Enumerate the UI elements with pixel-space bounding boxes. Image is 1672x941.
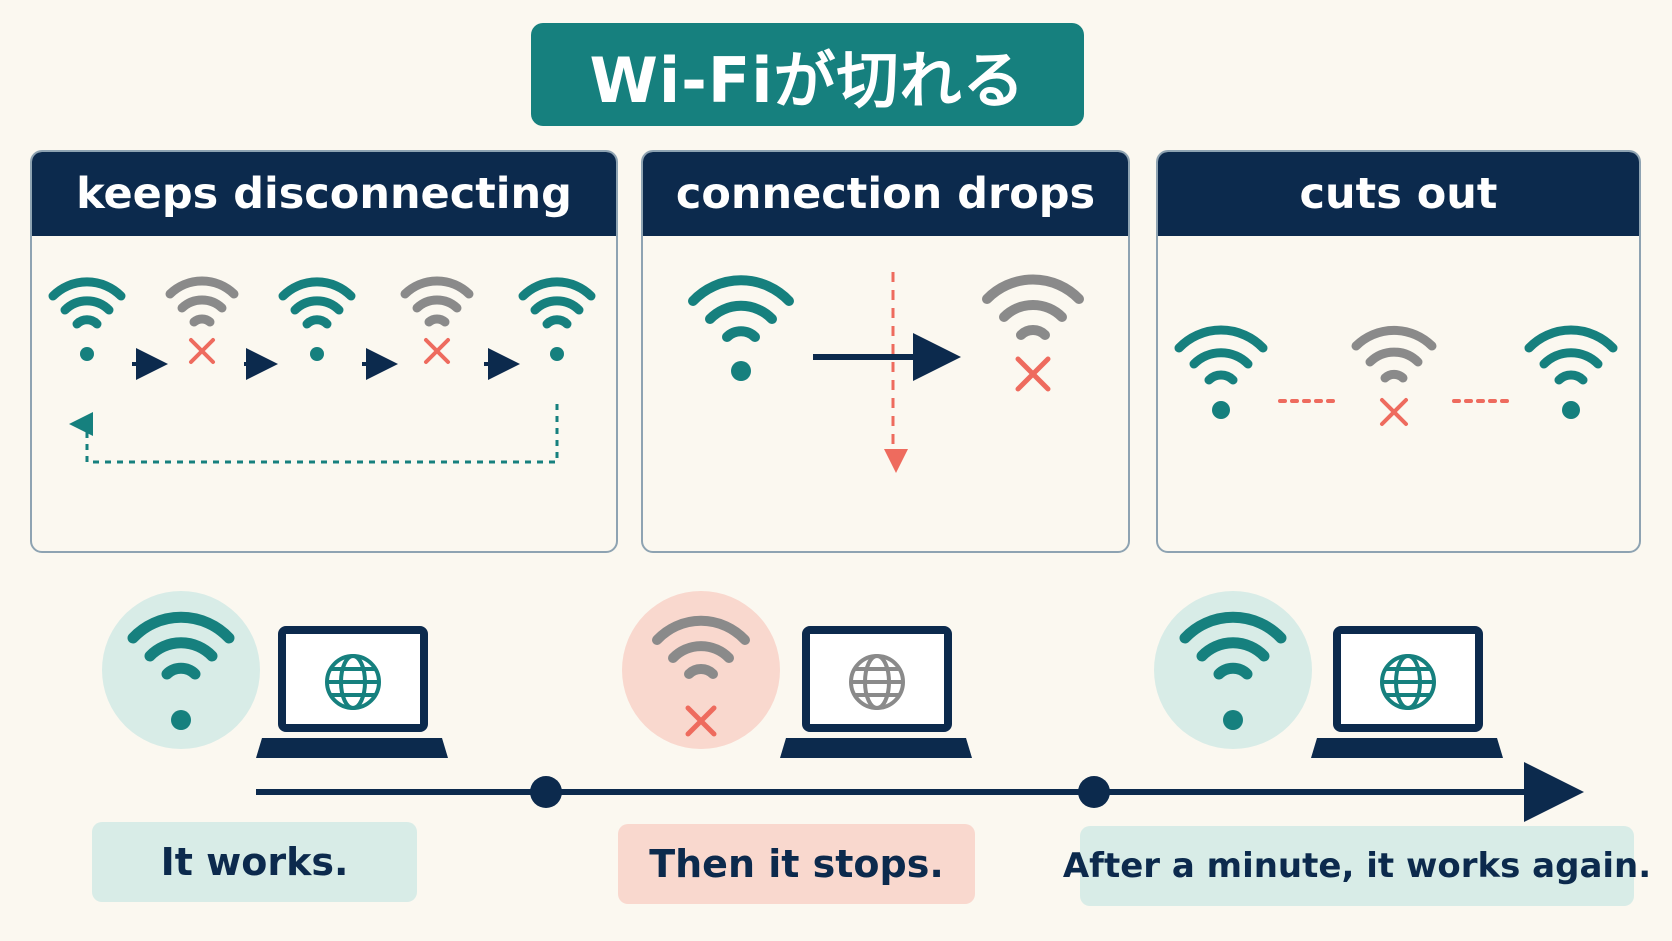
keeps-disconnecting-diagram (48, 276, 596, 464)
wifi-off-icon (400, 276, 474, 364)
wifi-off-icon (165, 276, 239, 364)
wifi-icon (48, 277, 126, 361)
wifi-icon (1174, 325, 1268, 419)
timeline-label-works-again: After a minute, it works again. (1063, 826, 1651, 906)
x-icon (1015, 356, 1051, 392)
wifi-icon (1524, 325, 1618, 419)
panel-keeps-disconnecting: keeps disconnecting (30, 150, 618, 553)
panel-header: cuts out (1158, 152, 1639, 236)
x-icon (1380, 398, 1408, 426)
wifi-icon (518, 277, 596, 361)
wifi-icon (278, 277, 356, 361)
globe-icon (849, 654, 905, 710)
x-icon (189, 338, 215, 364)
globe-icon (325, 654, 381, 710)
wifi-off-icon (652, 615, 750, 737)
globe-icon (1380, 654, 1436, 710)
timeline-label-stops: Then it stops. (618, 824, 975, 904)
timeline-label-works: It works. (92, 822, 417, 902)
connection-drops-diagram (688, 272, 1084, 473)
wifi-icon (127, 611, 235, 730)
laptop-icon (780, 626, 972, 758)
x-icon (424, 338, 450, 364)
panel-connection-drops: connection drops (641, 150, 1130, 553)
wifi-icon (688, 275, 794, 381)
cuts-out-diagram (1174, 325, 1618, 426)
page-title: Wi-Fiが切れる (531, 23, 1084, 126)
panel-cuts-out: cuts out (1156, 150, 1641, 553)
laptop-icon (1311, 626, 1503, 758)
loop-arrow (69, 404, 559, 464)
panel-header: connection drops (643, 152, 1128, 236)
laptop-icon (256, 626, 448, 758)
timeline-point (530, 776, 562, 808)
wifi-off-icon (1351, 325, 1437, 426)
x-icon (685, 705, 717, 737)
panel-header: keeps disconnecting (32, 152, 616, 236)
timeline-point (1078, 776, 1110, 808)
wifi-off-icon (982, 274, 1084, 392)
wifi-icon (1179, 611, 1287, 730)
